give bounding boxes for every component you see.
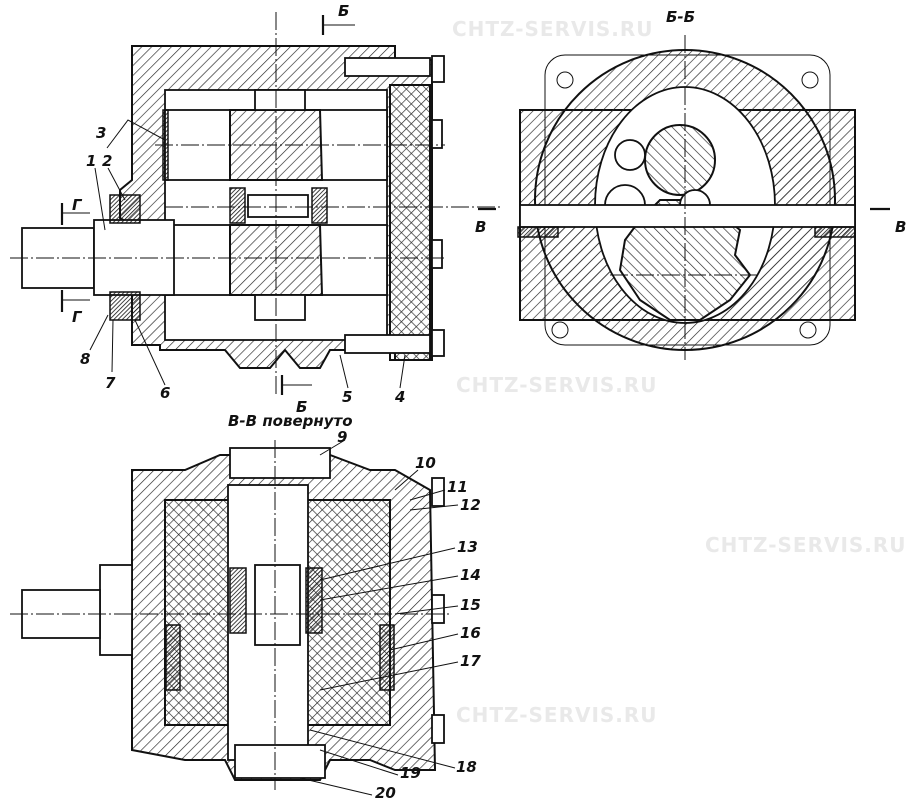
callout-12: 12 [460,496,481,514]
callout-13: 13 [457,538,478,556]
callout-3: 3 [96,124,106,142]
callout-10: 10 [415,454,436,472]
callout-11: 11 [447,478,468,496]
callout-8: 8 [80,350,90,368]
callout-2: 2 [102,152,112,170]
callout-9: 9 [337,428,347,446]
callout-4: 4 [394,388,405,406]
section-mark-b-top: Б [338,2,349,20]
section-mark-g-bottom: Г [72,308,83,326]
callout-6: 6 [160,384,170,402]
callout-16: 16 [460,624,481,642]
section-bb-view [478,35,890,360]
watermark-text: CHTZ-SERVIS.RU [705,533,907,557]
section-labels: Б Б Б-Б В В Г Г В-В повернуто [72,2,906,430]
callout-20: 20 [375,784,396,802]
callout-19: 19 [400,764,421,782]
watermarks: CHTZ-SERVIS.RU CHTZ-SERVIS.RU CHTZ-SERVI… [452,17,907,727]
callout-numbers: 1 2 3 4 5 6 7 8 9 10 11 12 13 14 15 16 1… [80,119,481,802]
watermark-text: CHTZ-SERVIS.RU [456,703,658,727]
section-mark-g-top: Г [72,196,83,214]
section-mark-v-right: В [895,218,906,236]
callout-5: 5 [342,388,352,406]
section-mark-b-bottom: Б [296,398,307,416]
callout-14: 14 [460,566,481,584]
watermark-text: CHTZ-SERVIS.RU [452,17,654,41]
section-title-bb: Б-Б [666,8,695,26]
longitudinal-section-view [10,12,500,395]
section-title-vv: В-В повернуто [228,412,353,430]
callout-18: 18 [456,758,477,776]
section-vv-view [10,440,450,790]
callout-1: 1 [86,152,96,170]
callout-15: 15 [460,596,481,614]
section-mark-v-left: В [475,218,486,236]
callout-17: 17 [460,652,481,670]
watermark-text: CHTZ-SERVIS.RU [456,373,658,397]
callout-7: 7 [105,374,116,392]
